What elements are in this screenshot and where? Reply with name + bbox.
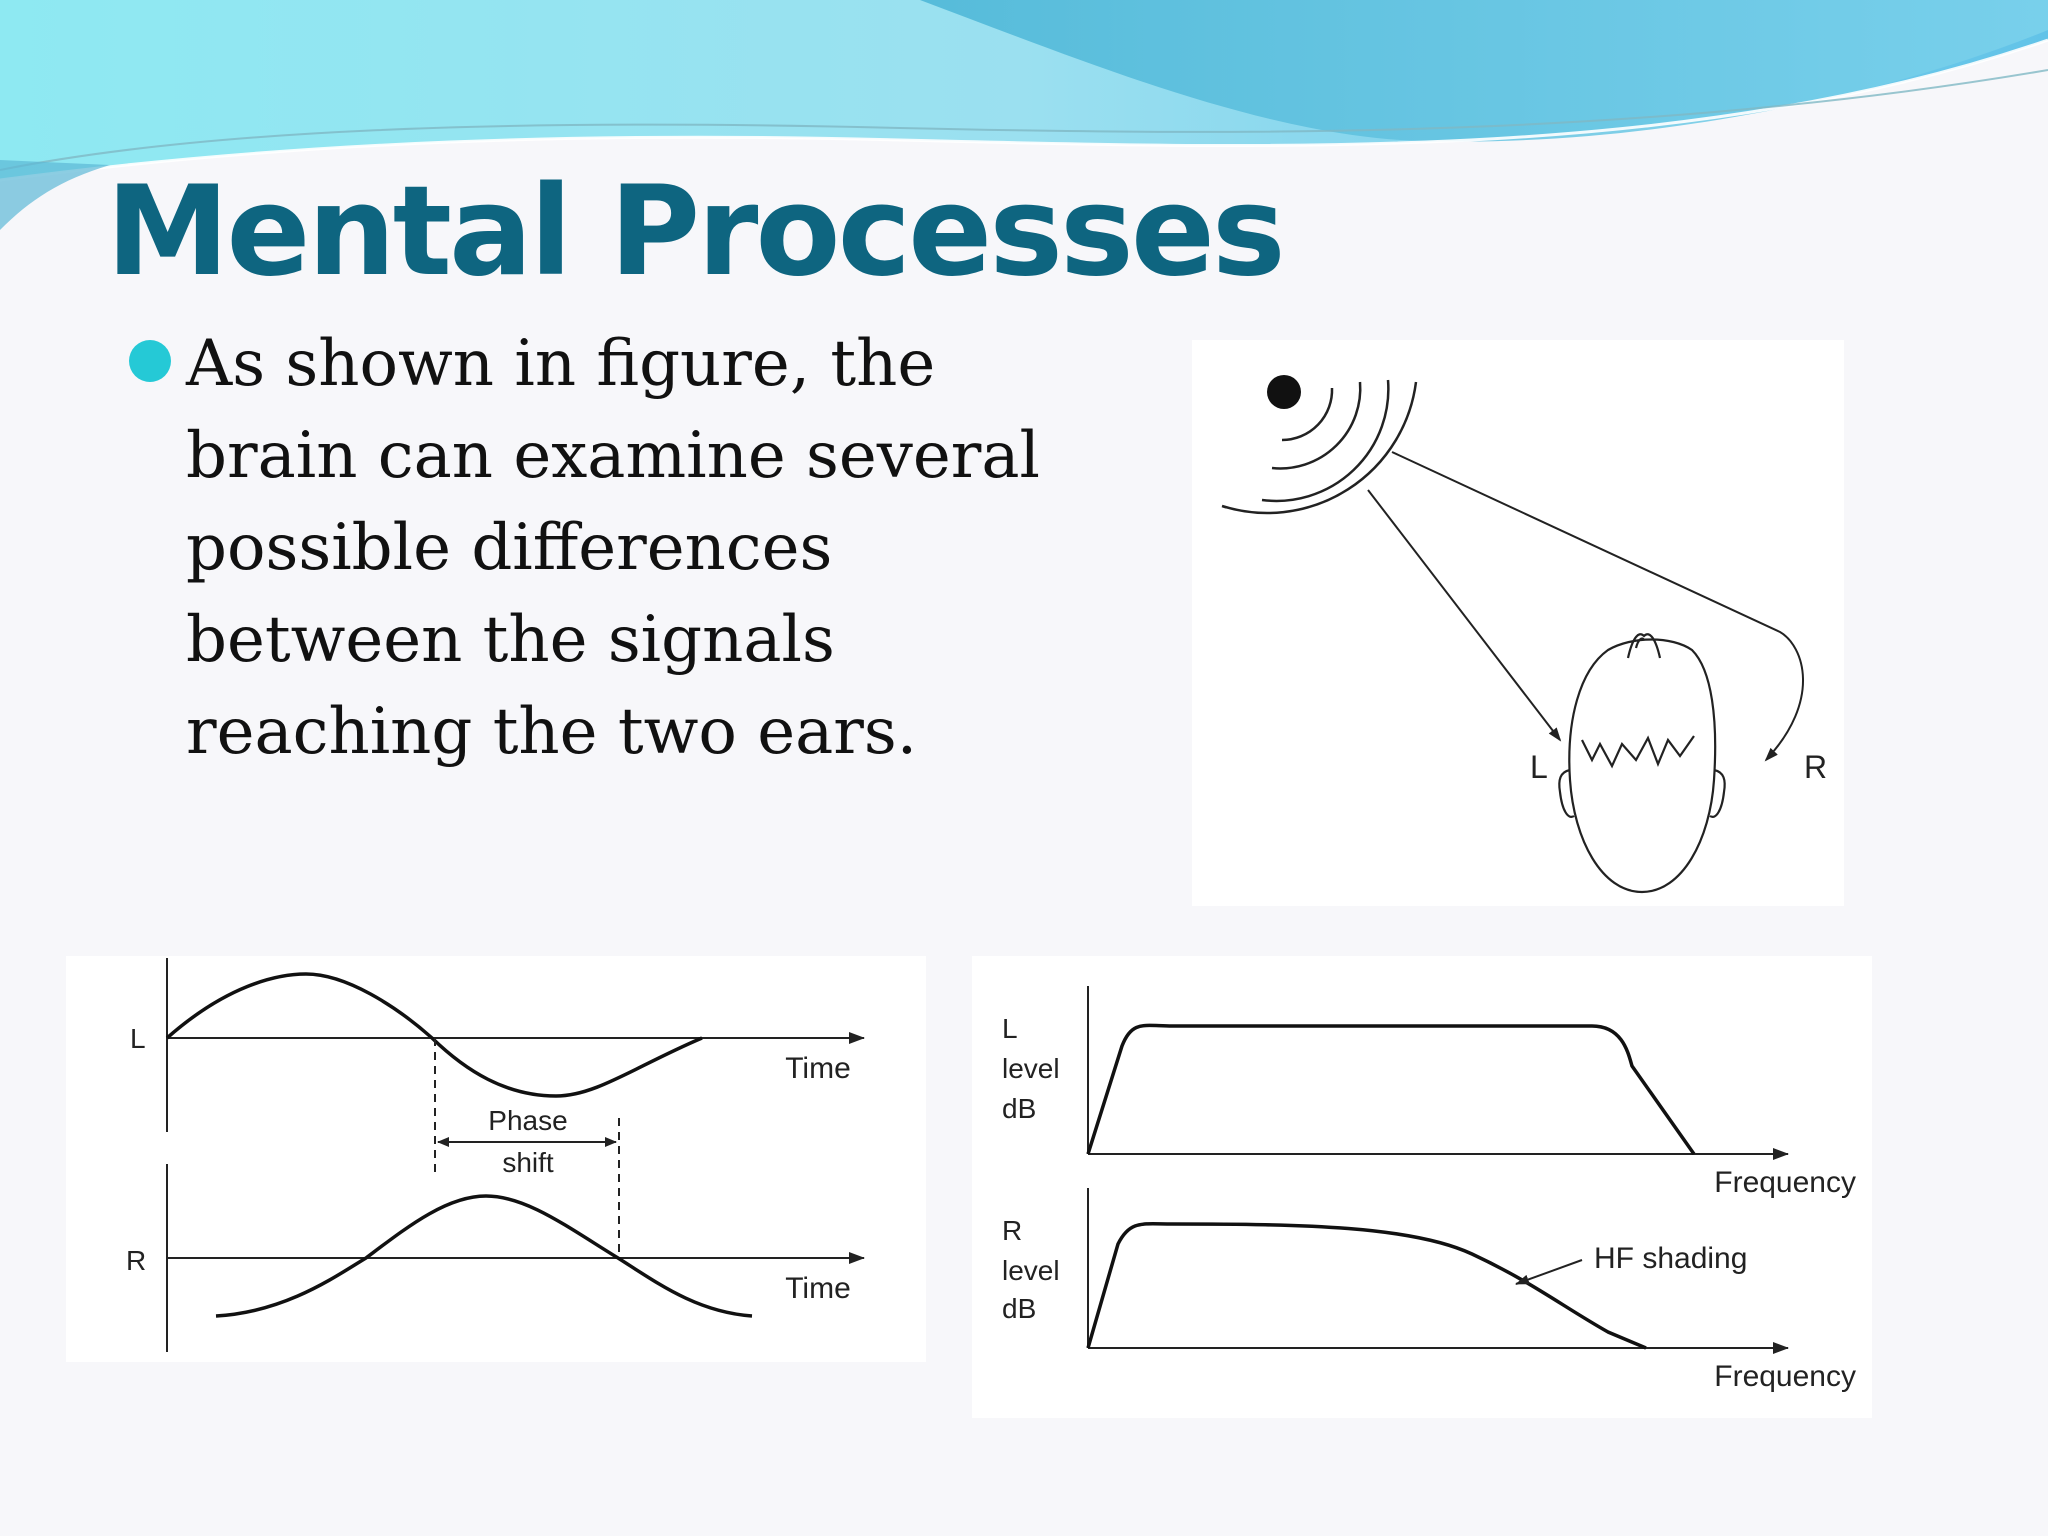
phase-label-line2: shift [502, 1147, 554, 1178]
path-to-left-ear [1367, 489, 1562, 742]
left-level-curve [1086, 1023, 1696, 1156]
right-ear-waveform [215, 1194, 753, 1318]
bottom-frequency-label: Frequency [1714, 1360, 1856, 1393]
sound-waves-icon [1221, 379, 1418, 515]
top-frequency-label: Frequency [1714, 1166, 1856, 1199]
top-channel-label: L [130, 1023, 146, 1054]
head-icon [1558, 633, 1726, 894]
phase-shift-figure: L R Time Time Phase shift [66, 956, 926, 1362]
hf-shading-label: HF shading [1594, 1242, 1747, 1275]
bullet-dot [129, 340, 171, 382]
phase-label-line1: Phase [488, 1105, 567, 1136]
level-frequency-figure: L level dB R level dB Frequency Frequenc… [972, 956, 1872, 1418]
hf-shading-pointer [1515, 1259, 1583, 1285]
bottom-channel-label: R [126, 1245, 146, 1276]
sound-localization-figure: L R [1192, 340, 1844, 906]
bottom-time-label: Time [785, 1272, 851, 1305]
right-level-curve [1086, 1222, 1647, 1350]
left-ear-label: L [1530, 749, 1548, 785]
slide-title: Mental Processes [106, 160, 1286, 304]
left-ear-waveform [165, 972, 703, 1098]
top-y-label-1: L [1002, 1013, 1018, 1044]
bottom-y-label-3: dB [1002, 1293, 1036, 1324]
header-wave-decoration [0, 0, 2048, 230]
bottom-y-label-1: R [1002, 1215, 1022, 1246]
top-time-label: Time [785, 1052, 851, 1085]
bottom-y-label-2: level [1002, 1255, 1060, 1286]
sound-source-icon [1267, 375, 1301, 409]
top-y-label-2: level [1002, 1053, 1060, 1084]
top-y-label-3: dB [1002, 1093, 1036, 1124]
bullet-text: As shown in figure, the brain can examin… [186, 327, 1040, 769]
right-ear-label: R [1804, 749, 1827, 785]
path-to-right-ear [1391, 451, 1804, 762]
